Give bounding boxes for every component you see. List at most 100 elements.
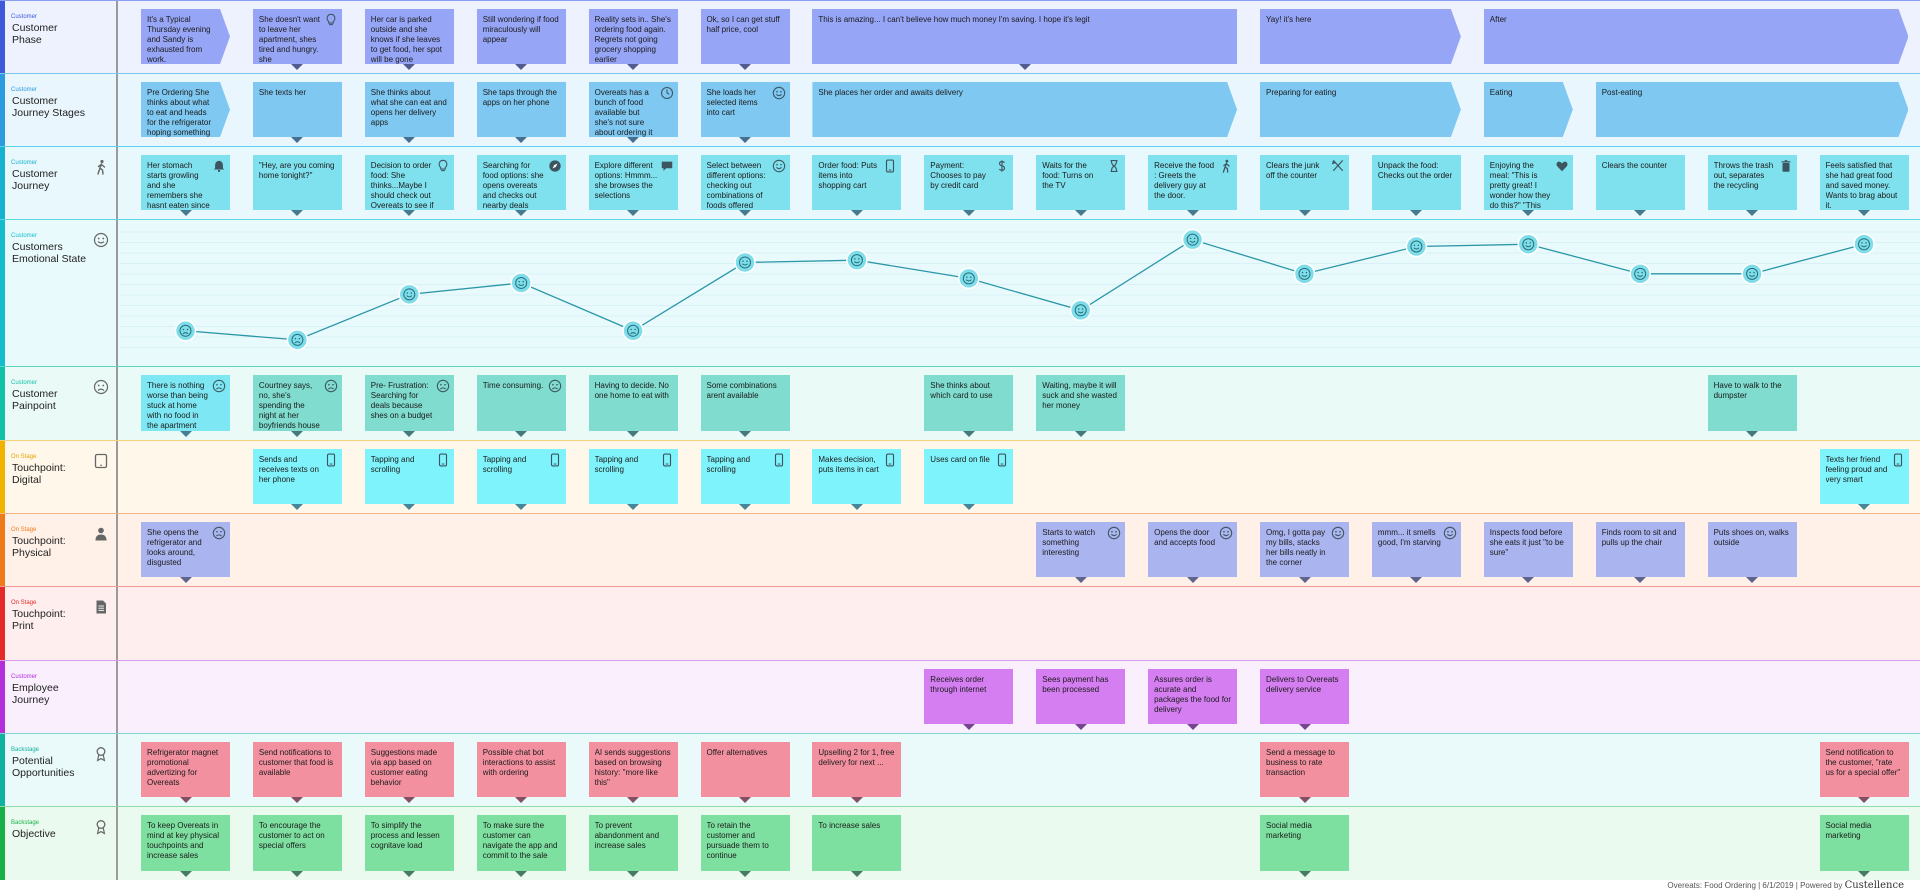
journey-card[interactable]: Order food: Puts items into shopping car… xyxy=(812,155,902,216)
objective-card[interactable]: Social media marketing xyxy=(1260,815,1349,877)
stages-card[interactable]: Overeats has a bunch of food available b… xyxy=(588,82,678,143)
stages-card[interactable]: She loads her selected items into cart xyxy=(700,82,790,143)
journey-card[interactable]: Unpack the food: Checks out the order xyxy=(1371,155,1461,216)
emotion-point[interactable] xyxy=(1069,299,1092,322)
physical-card[interactable]: Opens the door and accepts food xyxy=(1148,522,1238,583)
stages-card[interactable]: Pre Ordering She thinks about what to ea… xyxy=(141,82,230,137)
objective-card[interactable]: To keep Overeats in mind at key physical… xyxy=(141,815,230,877)
opportunities-card[interactable]: Send notification to the customer, "rate… xyxy=(1819,742,1909,803)
physical-card[interactable]: Omg, I gotta pay my bills, stacks her bi… xyxy=(1260,522,1349,583)
digital-card[interactable]: Sends and receives texts on her phone xyxy=(252,449,342,510)
emotion-point[interactable] xyxy=(398,283,421,306)
journey-card[interactable]: Her stomach starts growling and she reme… xyxy=(141,155,230,216)
emotion-point[interactable] xyxy=(1741,263,1763,285)
journey-card[interactable]: Select between different options: checki… xyxy=(700,155,790,216)
emotion-point[interactable] xyxy=(1293,263,1316,285)
digital-card[interactable]: Uses card on file xyxy=(924,449,1014,510)
opportunities-card[interactable]: AI sends suggestions based on browsing h… xyxy=(588,742,678,803)
emotion-point[interactable] xyxy=(1517,233,1540,255)
phase-card[interactable]: Yay! it's here xyxy=(1260,9,1461,64)
physical-card[interactable]: mmm... it smells good, I'm starving xyxy=(1371,522,1461,583)
emotion-point[interactable] xyxy=(1181,228,1204,251)
journey-card[interactable]: Decision to order food: She thinks...May… xyxy=(364,155,454,216)
objective-card[interactable]: To encourage the customer to act on spec… xyxy=(252,815,342,877)
opportunities-card[interactable]: Upselling 2 for 1, free delivery for nex… xyxy=(812,742,902,803)
digital-card[interactable]: Texts her friend feeling proud and very … xyxy=(1819,449,1909,510)
emotion-point[interactable] xyxy=(846,249,868,271)
employee-card[interactable]: Receives order through internet xyxy=(924,669,1014,730)
painpoint-card[interactable]: Having to decide. No one home to eat wit… xyxy=(588,375,678,437)
phase-card[interactable]: Still wondering if food miraculously wil… xyxy=(476,9,566,70)
objective-card[interactable]: To increase sales xyxy=(812,815,902,877)
digital-card[interactable]: Tapping and scrolling xyxy=(476,449,566,510)
physical-card[interactable]: She opens the refrigerator and looks aro… xyxy=(141,522,230,583)
journey-card[interactable]: Throws the trash out, separates the recy… xyxy=(1707,155,1797,216)
physical-card[interactable]: Finds room to sit and pulls up the chair xyxy=(1595,522,1685,583)
phase-card[interactable]: Ok, so I can get stuff half price, cool xyxy=(700,9,790,70)
emotion-point[interactable] xyxy=(1629,263,1651,285)
journey-card[interactable]: Explore different options: Hmmm... she b… xyxy=(588,155,678,216)
opportunities-card[interactable]: Offer alternatives xyxy=(700,742,790,803)
footer-brand[interactable]: Custellence xyxy=(1844,880,1904,891)
emotion-point[interactable] xyxy=(1853,233,1875,255)
painpoint-card[interactable]: She thinks about which card to use xyxy=(924,375,1014,437)
opportunities-card[interactable]: Suggestions made via app based on custom… xyxy=(364,742,454,803)
objective-card[interactable]: To retain the customer and pursuade them… xyxy=(700,815,790,877)
stages-card[interactable]: Eating xyxy=(1484,82,1573,137)
emotion-point[interactable] xyxy=(734,251,756,274)
physical-card[interactable]: Inspects food before she eats it just "t… xyxy=(1483,522,1573,583)
stages-card[interactable]: Post-eating xyxy=(1596,82,1909,137)
phase-card[interactable]: Reality sets in.. She's ordering food ag… xyxy=(588,9,678,70)
employee-card[interactable]: Assures order is acurate and packages th… xyxy=(1148,669,1238,730)
painpoint-card[interactable]: Time consuming. xyxy=(476,375,566,437)
digital-card[interactable]: Makes decision, puts items in cart xyxy=(812,449,902,510)
stages-card[interactable]: She texts her xyxy=(252,82,342,143)
phase-card[interactable]: It's a Typical Thursday evening and Sand… xyxy=(141,9,230,64)
emotion-point[interactable] xyxy=(622,320,644,342)
opportunities-card[interactable]: Refrigerator magnet promotional advertiz… xyxy=(141,742,230,803)
stages-card[interactable]: She taps through the apps on her phone xyxy=(476,82,566,143)
objective-card[interactable]: To make sure the customer can navigate t… xyxy=(476,815,566,877)
phase-card[interactable]: After xyxy=(1484,9,1909,64)
journey-card[interactable]: Clears the counter xyxy=(1595,155,1685,216)
painpoint-card[interactable]: Pre- Frustration: Searching for deals be… xyxy=(364,375,454,437)
physical-card[interactable]: Puts shoes on, walks outside xyxy=(1707,522,1797,583)
physical-card[interactable]: Starts to watch something interesting xyxy=(1036,522,1126,583)
emotion-point[interactable] xyxy=(286,329,309,351)
painpoint-card[interactable]: Have to walk to the dumpster xyxy=(1707,375,1797,437)
journey-card[interactable]: Receive the food : Greets the delivery g… xyxy=(1148,155,1238,216)
stages-card[interactable]: She thinks about what she can eat and op… xyxy=(364,82,454,143)
emotion-point[interactable] xyxy=(1405,235,1428,258)
digital-card[interactable]: Tapping and scrolling xyxy=(700,449,790,510)
journey-card[interactable]: Payment: Chooses to pay by credit card xyxy=(924,155,1014,216)
journey-card[interactable]: Enjoying the meal: "This is pretty great… xyxy=(1483,155,1573,216)
journey-card[interactable]: Waits for the food: Turns on the TV xyxy=(1036,155,1126,216)
phase-card[interactable]: She doesn't want to leave her apartment,… xyxy=(252,9,342,70)
painpoint-card[interactable]: Some combinations arent available xyxy=(700,375,790,437)
emotion-point[interactable] xyxy=(510,272,532,294)
painpoint-card[interactable]: Waiting, maybe it will suck and she wast… xyxy=(1036,375,1126,437)
journey-card[interactable]: Searching for food options: she opens ov… xyxy=(476,155,566,216)
opportunities-card[interactable]: Possible chat bot interactions to assist… xyxy=(476,742,566,803)
employee-card[interactable]: Sees payment has been processed xyxy=(1036,669,1126,730)
stages-card[interactable]: Preparing for eating xyxy=(1260,82,1461,137)
objective-card[interactable]: To simplify the process and lessen cogni… xyxy=(364,815,454,877)
opportunities-card[interactable]: Send notifications to customer that food… xyxy=(252,742,342,803)
employee-card[interactable]: Delivers to Overeats delivery service xyxy=(1260,669,1349,730)
objective-card[interactable]: To prevent abandonment and increase sale… xyxy=(588,815,678,877)
painpoint-card[interactable]: There is nothing worse than being stuck … xyxy=(141,375,230,437)
emotion-point[interactable] xyxy=(958,267,980,290)
painpoint-card[interactable]: Courtney says, no, she's spending the ni… xyxy=(252,375,342,437)
emotion-point[interactable] xyxy=(174,320,197,342)
